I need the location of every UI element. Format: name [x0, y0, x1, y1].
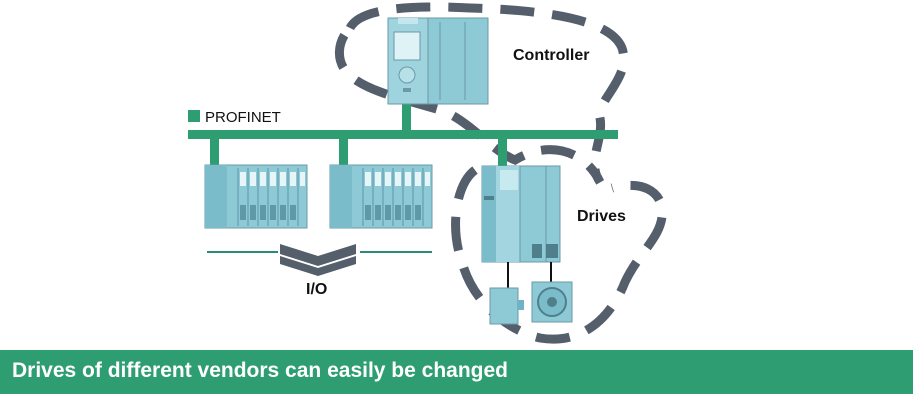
io-label: I/O	[306, 281, 327, 298]
servo-motor-icon	[531, 281, 573, 323]
drives-dashed-outline	[451, 166, 667, 344]
drive-unit-icon	[481, 165, 561, 263]
profinet-label: PROFINET	[205, 109, 281, 126]
servo-motor-icon	[489, 287, 524, 325]
profinet-bus	[188, 104, 618, 167]
plc-controller-icon	[387, 17, 489, 105]
controller-dashed-outline	[334, 2, 629, 185]
profinet-legend-swatch	[188, 110, 200, 122]
controller-label: Controller	[513, 47, 589, 64]
io-brace	[207, 244, 432, 276]
io-module-icon	[329, 164, 433, 229]
caption-text: Drives of different vendors can easily b…	[12, 359, 508, 382]
io-module-icon	[204, 164, 308, 229]
caption-banner: Drives of different vendors can easily b…	[0, 350, 913, 394]
drives-label: Drives	[577, 208, 626, 225]
